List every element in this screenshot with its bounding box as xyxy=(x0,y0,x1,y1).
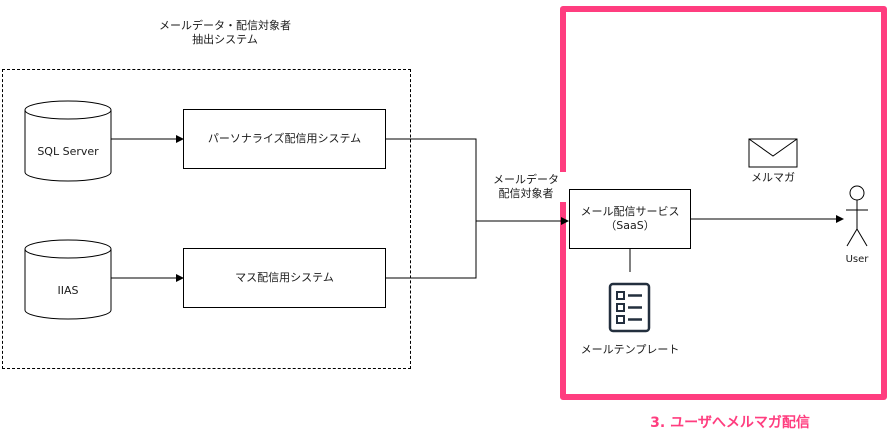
highlight-frame xyxy=(560,6,887,400)
mail-service-box: メール配信サービス （SaaS） xyxy=(569,189,691,249)
group-title-line1: メールデータ・配信対象者 xyxy=(159,19,291,32)
edge-label: メールデータ 配信対象者 xyxy=(478,172,574,202)
personalize-system-box: パーソナライズ配信用システム xyxy=(183,109,386,169)
extraction-system-group xyxy=(2,69,411,369)
mail-magazine-label: メルマガ xyxy=(751,171,795,184)
database-icon xyxy=(24,100,112,182)
highlight-caption: 3. ユーザへメルマガ配信 xyxy=(650,415,810,431)
template-label: メールテンプレート xyxy=(580,343,680,356)
edge-label-line1: メールデータ xyxy=(493,173,559,186)
db-iias-label: IIAS xyxy=(57,284,79,297)
database-icon xyxy=(24,239,112,320)
mail-service-line1: メール配信サービス xyxy=(580,205,680,218)
user-label: User xyxy=(845,254,869,265)
envelope-icon xyxy=(748,138,798,168)
edge-mass-to-service xyxy=(386,221,477,279)
personalize-system-label: パーソナライズ配信用システム xyxy=(207,132,362,145)
db-sql-server-label: SQL Server xyxy=(37,145,99,158)
actor-icon xyxy=(846,185,868,247)
edge-personalize-to-service xyxy=(386,138,569,225)
mail-service-line2: （SaaS） xyxy=(605,219,655,232)
mass-system-label: マス配信用システム xyxy=(235,271,334,284)
mass-system-box: マス配信用システム xyxy=(183,248,386,308)
edge-label-line2: 配信対象者 xyxy=(498,187,554,200)
checklist-icon xyxy=(608,282,651,333)
group-title-line2: 抽出システム xyxy=(192,33,258,46)
group-title: メールデータ・配信対象者 抽出システム xyxy=(120,18,330,48)
